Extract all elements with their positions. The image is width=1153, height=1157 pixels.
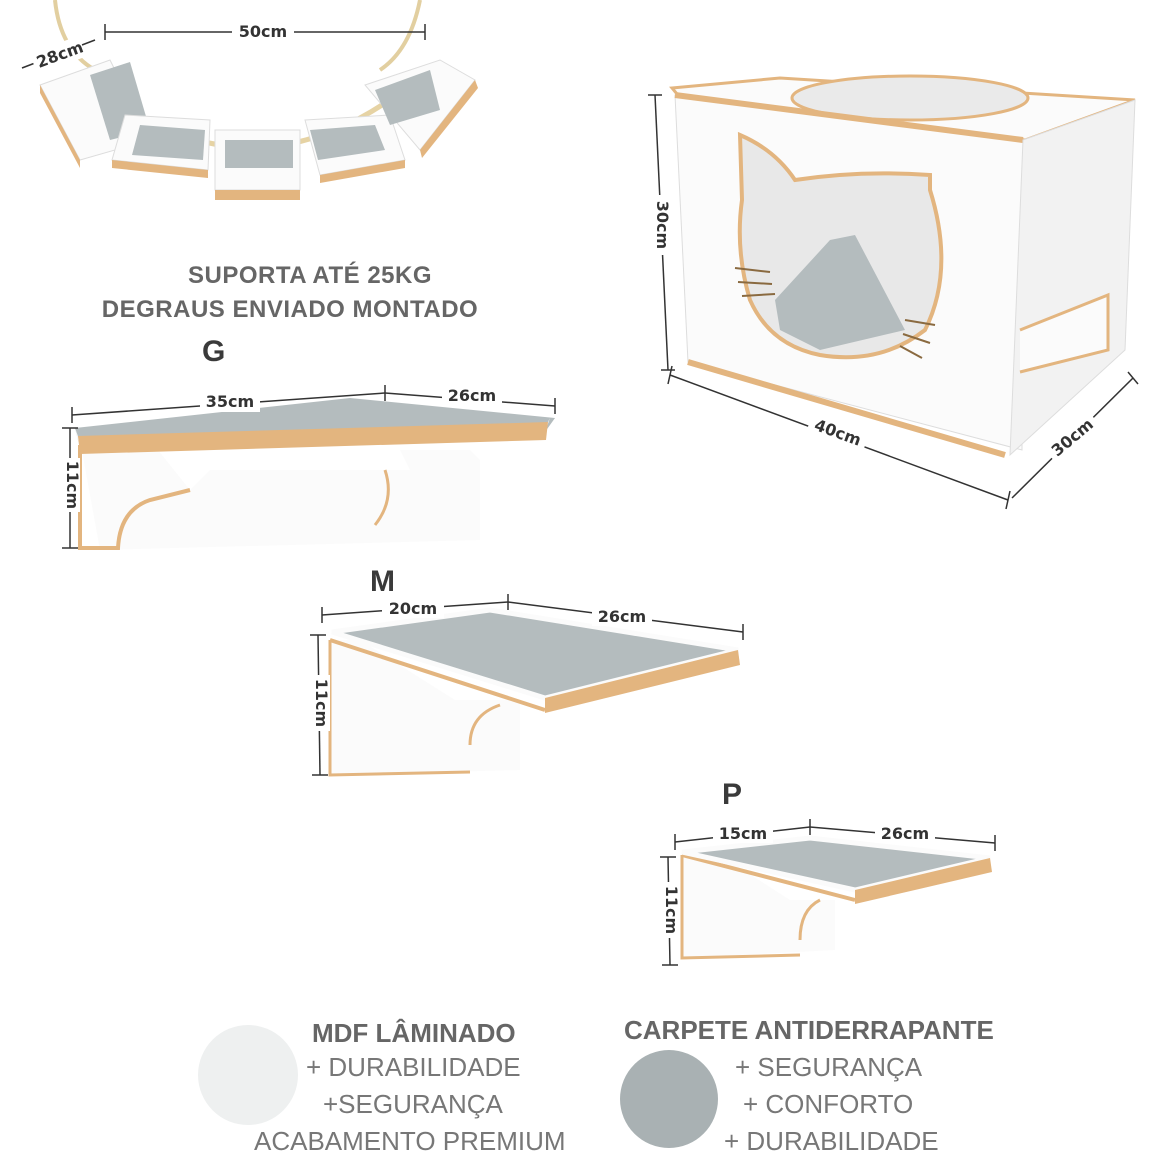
shelf-p-depth-label: 26cm [881,824,929,843]
mdf-benefit: +SEGURANÇA [323,1089,503,1119]
mdf-swatch [198,1025,298,1125]
shelf-g-width-label: 35cm [206,392,254,411]
shelf-g-height-label: 11cm [63,461,82,509]
shelf-m-height-label: 11cm [312,679,331,727]
mdf-title: MDF LÂMINADO [312,1018,516,1048]
carpet-benefit: + CONFORTO [743,1089,914,1119]
cat-whiskers [734,267,936,359]
carpet-benefit: + DURABILIDADE [724,1126,939,1156]
shelf-m-width-label: 20cm [389,599,437,618]
bridge-plank [214,129,301,200]
mdf-benefit: ACABAMENTO PREMIUM [254,1126,566,1156]
size-letter-p: P [722,778,743,811]
bridge-plank [304,114,406,183]
headline-capacity: SUPORTA ATÉ 25KG [187,262,433,289]
bridge-plank [111,114,211,178]
carpet-benefit: + SEGURANÇA [735,1052,923,1082]
size-letter-m: M [370,565,395,598]
bridge-width-label: 50cm [239,22,287,41]
shelf-p-height-label: 11cm [662,886,681,934]
house-height-label: 30cm [653,201,672,249]
shelf-m-depth-label: 26cm [598,607,646,626]
size-letter-g: G [202,335,226,368]
headline-assembled: DEGRAUS ENVIADO MONTADO [101,296,479,323]
carpet-title: CARPETE ANTIDERRAPANTE [624,1015,994,1045]
shelf-p-width-label: 15cm [719,824,767,843]
shelf-g-depth-label: 26cm [448,386,496,405]
bridge-plank [364,59,478,158]
carpet-swatch [620,1050,718,1148]
mdf-benefit: + DURABILIDADE [306,1052,521,1082]
